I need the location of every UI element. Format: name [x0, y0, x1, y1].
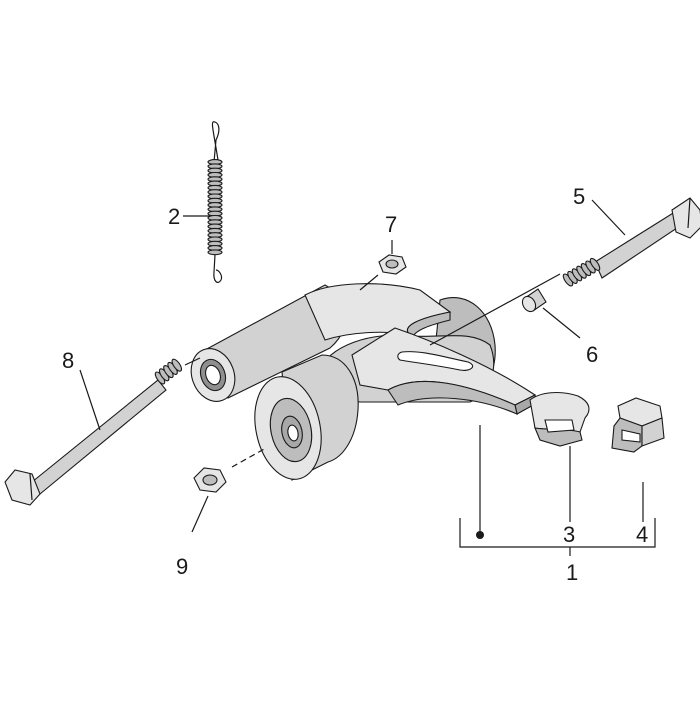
callout-7: 7 — [385, 212, 397, 237]
bolt-5-part — [429, 197, 700, 346]
bolt-thread — [589, 257, 601, 271]
spring-part — [207, 121, 223, 283]
leader-lines — [79, 199, 656, 556]
pointer-dot — [476, 531, 484, 539]
callout-8: 8 — [62, 348, 74, 373]
swingarm-body — [190, 283, 537, 539]
spring-coil — [207, 249, 223, 256]
callout-2: 2 — [168, 204, 180, 229]
callout-6: 6 — [586, 342, 598, 367]
callout-9: 9 — [176, 554, 188, 579]
nut-9-part — [191, 447, 267, 533]
callout-4: 4 — [636, 522, 648, 547]
pad-4-part — [611, 397, 665, 522]
spacer-6-part — [521, 288, 581, 339]
callout-5: 5 — [573, 184, 585, 209]
bolt-8-part — [4, 357, 201, 506]
callout-1: 1 — [566, 560, 578, 585]
callout-3: 3 — [563, 522, 575, 547]
pad-3-part — [529, 391, 590, 522]
bolt-thread — [171, 358, 183, 372]
nut-7-part — [359, 240, 407, 291]
